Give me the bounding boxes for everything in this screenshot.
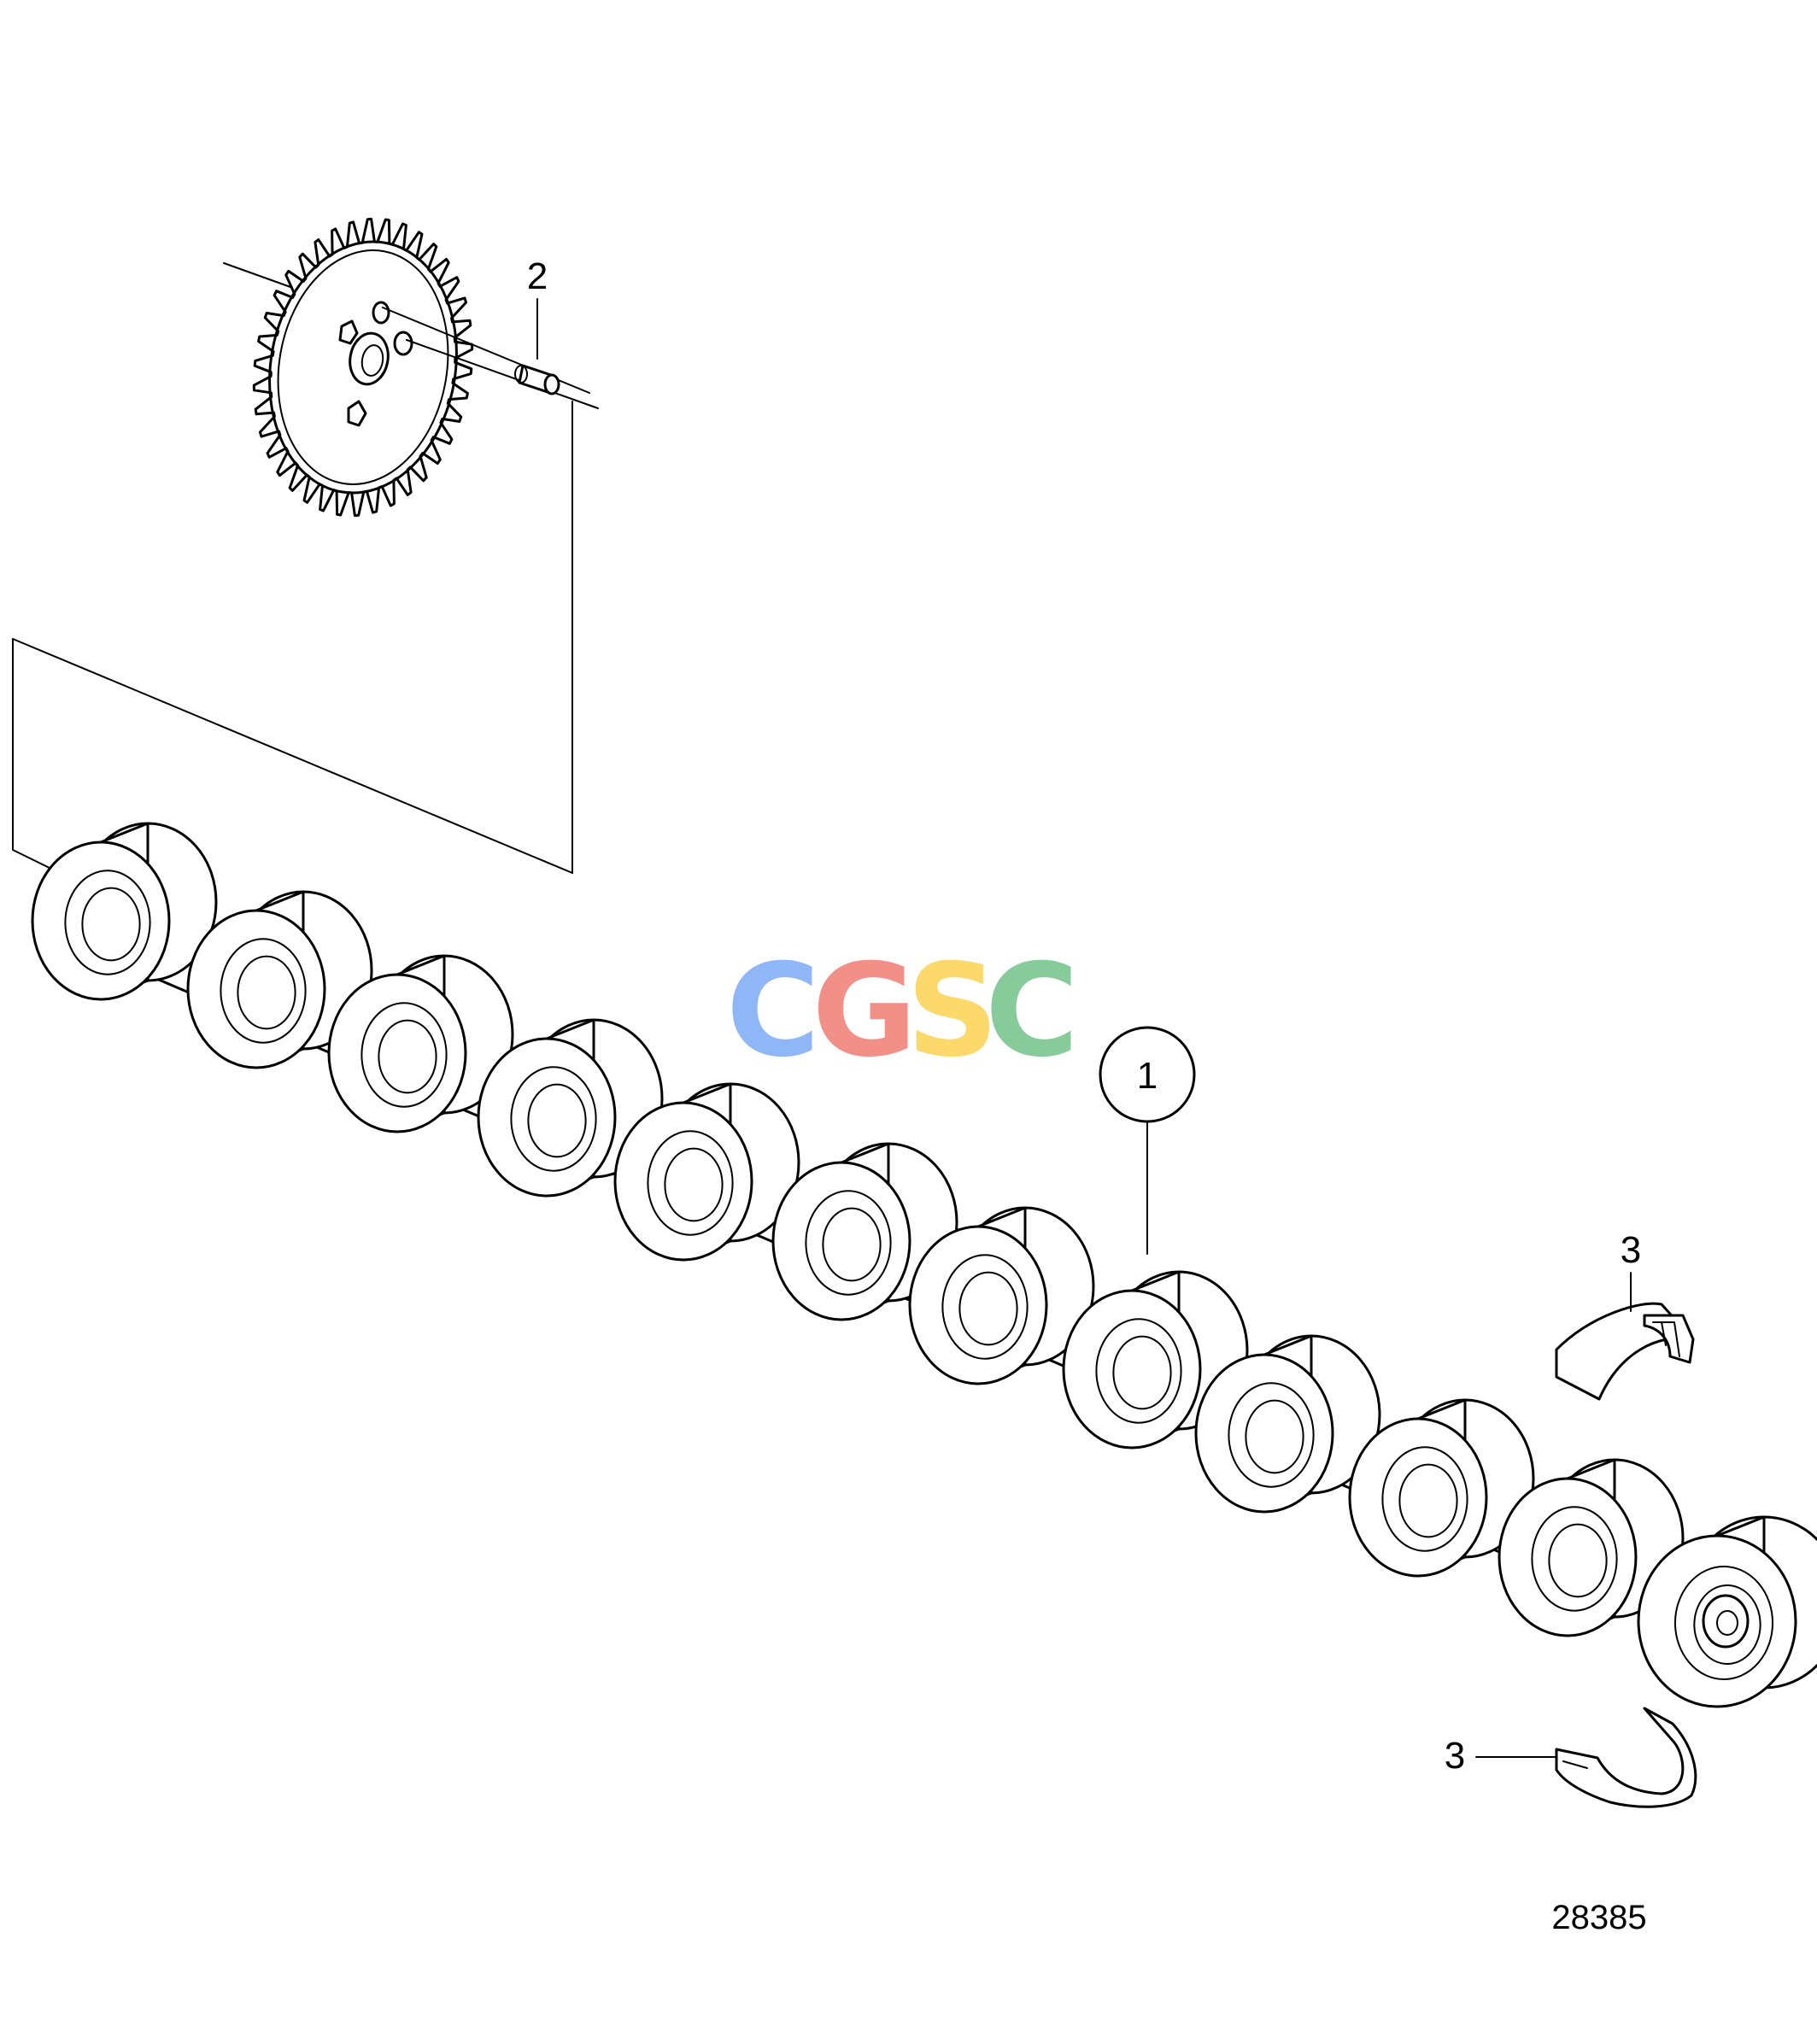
callout-1: 1 — [1099, 1026, 1196, 1255]
camshaft-lobe-inner — [1112, 1335, 1172, 1410]
camshaft-lobe-ring — [1381, 1446, 1468, 1552]
camshaft-lobe-inner — [1548, 1523, 1608, 1598]
camshaft-lobe-front — [771, 1161, 911, 1321]
camshaft-lobe-inner — [81, 887, 141, 962]
camshaft-lobe-front — [327, 973, 467, 1133]
callout-label-2: 2 — [527, 255, 548, 297]
callout-label-3-lower: 3 — [1445, 1735, 1465, 1777]
callout-2: 2 — [527, 255, 548, 360]
camshaft-lobe-ring — [64, 870, 151, 975]
camshaft-lobe-front — [186, 909, 326, 1069]
camshaft-lobe-ring — [360, 1002, 448, 1108]
camshaft-lobe-inner — [237, 955, 296, 1030]
camshaft-lobe-front — [1062, 1289, 1202, 1450]
camshaft-lobe-front — [1348, 1417, 1488, 1578]
camshaft-lobe-ring — [1673, 1566, 1774, 1680]
camshaft-end-hole — [1716, 1610, 1738, 1636]
callout-label-1: 1 — [1137, 1055, 1158, 1097]
camshaft-lobe-ring — [510, 1066, 597, 1172]
watermark-letter-c1: C — [726, 937, 820, 1086]
camshaft-lobe-inner — [1398, 1463, 1458, 1538]
camshaft-lobe-ring — [647, 1130, 734, 1236]
camshaft-lobe-inner — [378, 1019, 437, 1094]
camshaft-lobe-front — [477, 1037, 617, 1198]
pin — [514, 364, 560, 395]
camshaft-lobe-inner — [822, 1207, 882, 1282]
camshaft-lobe-inner — [1245, 1399, 1304, 1474]
watermark-letter-c2: C — [985, 937, 1079, 1086]
callout-label-3-upper: 3 — [1621, 1229, 1641, 1271]
bearing-shell-lower — [1555, 1707, 1697, 1808]
watermark-logo: C G S C — [726, 937, 1079, 1086]
camshaft-lobe-ring — [1095, 1318, 1182, 1424]
figure-number: 28385 — [1551, 1899, 1646, 1936]
camshaft-lobe-inner — [1693, 1584, 1761, 1665]
camshaft-lobe-front — [908, 1225, 1048, 1385]
bearing-shell-upper — [1555, 1302, 1695, 1401]
camshaft-lobe-ring — [1228, 1382, 1315, 1488]
camshaft-lobe-ring — [1531, 1506, 1618, 1612]
camshaft-lobe-ring — [805, 1190, 892, 1296]
watermark-letter-g: G — [812, 937, 917, 1086]
camshaft-lobe-ring — [220, 938, 307, 1044]
camshaft-lobe-front — [1498, 1477, 1638, 1637]
callout-3-upper: 3 — [1621, 1229, 1641, 1312]
camshaft-lobe-inner — [958, 1271, 1018, 1346]
camshaft-end-bore — [1702, 1594, 1750, 1649]
camshaft — [31, 822, 1817, 1708]
camshaft-lobe-front — [1194, 1353, 1334, 1514]
assembly-leader-lines — [12, 401, 573, 874]
watermark-letter-s: S — [906, 937, 999, 1086]
camshaft-lobe-ring — [941, 1254, 1029, 1360]
timing-gear — [223, 217, 599, 518]
camshaft-lobe-front — [613, 1101, 753, 1262]
camshaft-lobe-inner — [527, 1083, 587, 1158]
camshaft-lobe-front — [31, 840, 171, 1001]
callout-3-lower: 3 — [1445, 1735, 1556, 1777]
camshaft-lobe-inner — [664, 1147, 724, 1222]
